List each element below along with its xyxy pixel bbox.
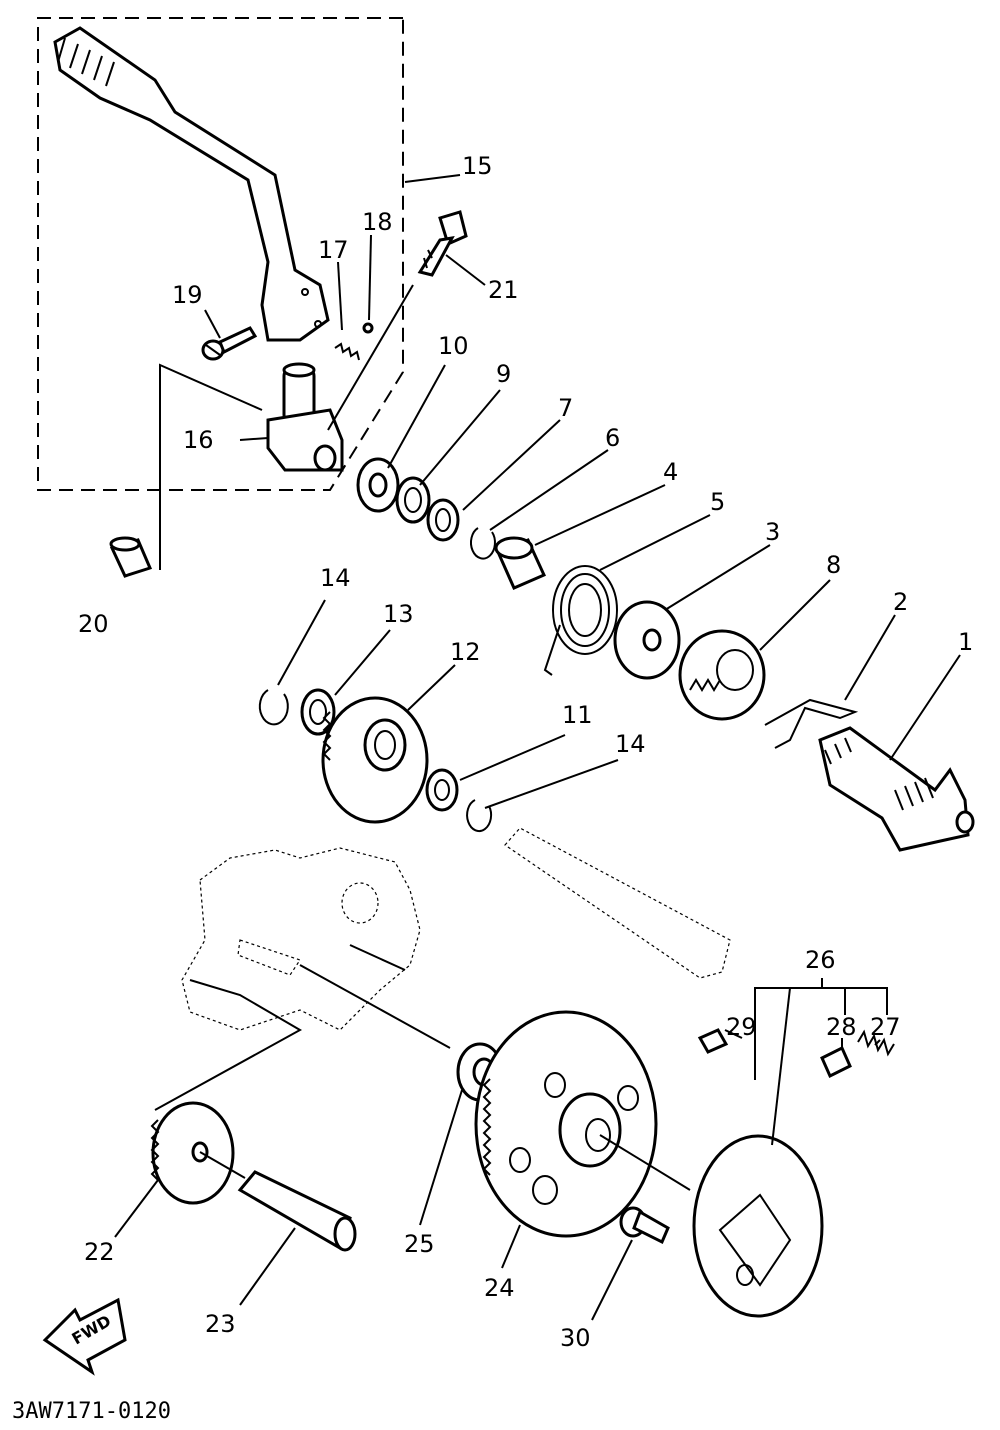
fwd-arrow: FWD (42, 1297, 127, 1376)
callout-21: 21 (488, 276, 519, 304)
circlip-6 (470, 527, 496, 560)
bolt-30 (619, 1206, 670, 1245)
washer-9 (395, 476, 431, 524)
washer-3 (613, 600, 681, 680)
shaft-23 (199, 1151, 357, 1252)
callout-6: 6 (605, 424, 620, 452)
torsion-spring-5 (543, 565, 618, 676)
shaft-line (599, 1134, 691, 1191)
callout-15: 15 (462, 152, 493, 180)
callout-27: 27 (870, 1013, 901, 1041)
callout-14b: 14 (615, 730, 646, 758)
callout-22: 22 (84, 1238, 115, 1266)
collar-20 (109, 536, 153, 578)
idle-gear-12 (321, 696, 429, 824)
callout-25: 25 (404, 1230, 435, 1258)
callout-30: 30 (560, 1324, 591, 1352)
callout-17: 17 (318, 236, 349, 264)
callout-13: 13 (383, 600, 414, 628)
callout-10: 10 (438, 332, 469, 360)
bolt-19 (201, 326, 258, 361)
clip-2 (764, 698, 859, 749)
bolt-21 (417, 210, 468, 277)
kick-lever-assembly-box (37, 17, 404, 491)
ratchet-8 (678, 629, 766, 721)
callout-3: 3 (765, 518, 780, 546)
callout-4: 4 (663, 458, 678, 486)
callout-26: 26 (805, 946, 836, 974)
callouts: 1 2 3 4 5 6 7 8 9 10 11 12 13 14 14 15 1… (78, 152, 973, 1352)
circlip-14a (258, 689, 289, 726)
ball-18 (362, 322, 374, 334)
ghost-shaft (504, 827, 731, 979)
kick-lever (53, 26, 330, 342)
callout-20: 20 (78, 610, 109, 638)
pin-29 (697, 1028, 729, 1054)
callout-23: 23 (205, 1310, 236, 1338)
gear-24 (474, 1010, 658, 1238)
leader-lines (114, 174, 961, 1321)
washer-7 (426, 498, 460, 542)
diagram-code: 3AW7171-0120 (12, 1399, 171, 1424)
callout-5: 5 (710, 488, 725, 516)
callout-24: 24 (484, 1274, 515, 1302)
callout-29: 29 (726, 1013, 757, 1041)
washer-13 (300, 688, 336, 736)
callout-1: 1 (958, 628, 973, 656)
plunger-28 (820, 1045, 852, 1079)
callout-8: 8 (826, 551, 841, 579)
callout-18: 18 (362, 208, 393, 236)
callout-12: 12 (450, 638, 481, 666)
gear-22 (150, 1101, 235, 1205)
callout-11: 11 (562, 701, 593, 729)
kick-axle-1 (818, 726, 975, 852)
callout-16: 16 (183, 426, 214, 454)
callout-9: 9 (496, 360, 511, 388)
spring-17 (334, 342, 360, 361)
kick-boss (266, 362, 344, 472)
collar-4 (494, 536, 547, 590)
one-way-clutch-26 (692, 1134, 824, 1318)
circlip-14b (466, 799, 493, 832)
ghost-crankcase (154, 847, 451, 1111)
washer-10 (356, 457, 400, 513)
callout-14a: 14 (320, 564, 351, 592)
callout-7: 7 (558, 394, 573, 422)
washer-11 (425, 768, 459, 812)
callout-28: 28 (826, 1013, 857, 1041)
callout-19: 19 (172, 281, 203, 309)
callout-2: 2 (893, 588, 908, 616)
